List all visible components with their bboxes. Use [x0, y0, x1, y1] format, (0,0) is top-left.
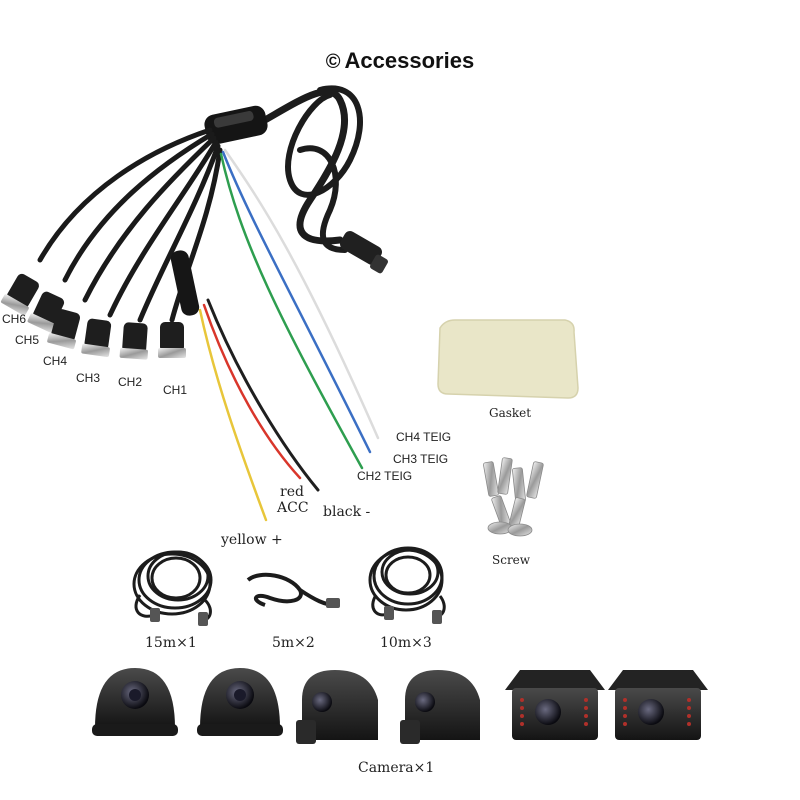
- label-ch6: CH6: [2, 312, 27, 326]
- page-title: ©Accessories: [0, 48, 800, 74]
- wire-blue: [221, 150, 372, 454]
- connector-ch2: [119, 322, 148, 360]
- side-camera-1: [296, 670, 378, 744]
- label-cable-15m: 15m×1: [145, 635, 197, 651]
- label-acc: ACC: [277, 500, 309, 516]
- wire-white: [223, 148, 380, 440]
- connector-ch3: [81, 318, 112, 358]
- label-black: black -: [323, 504, 371, 520]
- wire-black: [206, 298, 320, 492]
- title-text: Accessories: [344, 48, 475, 73]
- gasket-sheet: [437, 319, 579, 399]
- copyright-icon: ©: [325, 51, 341, 73]
- channel-cables: [37, 127, 223, 323]
- label-ch4-teig: CH4 TEIG: [396, 430, 452, 444]
- channel-connectors: [1, 273, 186, 360]
- screws-group: [483, 457, 544, 537]
- extension-cable-10m: [368, 546, 446, 618]
- wire-green: [219, 152, 364, 470]
- label-cable-10m: 10m×3: [380, 635, 432, 651]
- rear-camera-2: [608, 670, 708, 740]
- label-ch4: CH4: [43, 354, 68, 368]
- fuse-holder: [170, 250, 200, 316]
- cable-10m-plug-b: [432, 610, 442, 624]
- extension-cable-5m: [246, 572, 336, 607]
- connector-ch4: [47, 309, 81, 350]
- label-ch2-teig: CH2 TEIG: [357, 469, 413, 483]
- signal-wires: [198, 148, 380, 522]
- label-screw: Screw: [492, 553, 531, 567]
- extension-cable-15m: [132, 550, 213, 622]
- wire-red: [202, 303, 302, 480]
- connector-ch6: [1, 273, 39, 316]
- rear-camera-1: [505, 670, 605, 740]
- label-cameras: Camera×1: [358, 760, 435, 776]
- label-ch1: CH1: [163, 383, 188, 397]
- dome-camera-2: [197, 668, 283, 736]
- dome-camera-1: [92, 668, 178, 736]
- label-ch3: CH3: [76, 371, 101, 385]
- label-red: red: [280, 484, 304, 500]
- label-ch5: CH5: [15, 333, 40, 347]
- cable-15m-plug-a: [150, 608, 160, 622]
- harness-main-cable: [261, 85, 363, 253]
- cable-5m-plug: [326, 598, 340, 608]
- harness-splitter: [204, 105, 268, 145]
- side-camera-2: [400, 670, 480, 744]
- wire-yellow: [198, 308, 268, 522]
- cable-10m-plug-a: [384, 606, 394, 620]
- harness-end-connector: [340, 231, 388, 274]
- connector-ch1: [158, 322, 186, 358]
- label-gasket: Gasket: [489, 406, 532, 420]
- label-cable-5m: 5m×2: [272, 635, 315, 651]
- label-ch3-teig: CH3 TEIG: [393, 452, 449, 466]
- label-yellow: yellow +: [221, 532, 283, 548]
- cable-15m-plug-b: [198, 612, 208, 626]
- label-ch2: CH2: [118, 375, 143, 389]
